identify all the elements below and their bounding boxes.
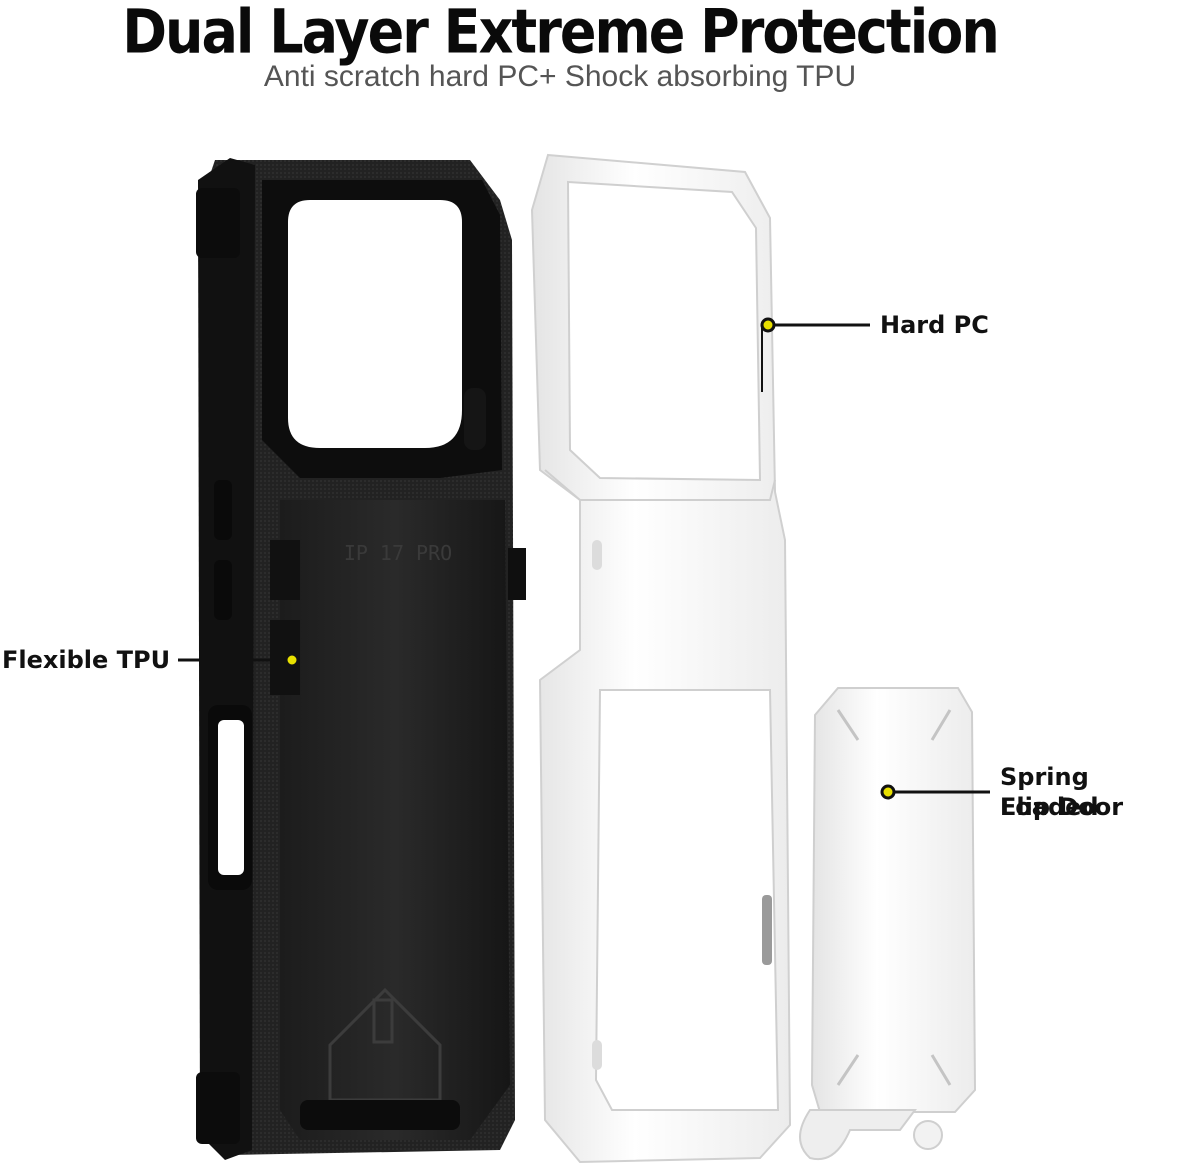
callout-dot	[284, 652, 300, 668]
page-title: Dual Layer Extreme Protection	[122, 0, 1000, 68]
callout-flexible-tpu	[178, 652, 300, 668]
back-plate	[280, 500, 510, 1140]
bumper-bottom-left	[196, 1072, 240, 1144]
side-button	[214, 480, 232, 540]
label-hard-pc: Hard PC	[880, 311, 989, 339]
hinge	[300, 1100, 460, 1130]
label-flip-door-line2: Flip Door	[1000, 793, 1124, 821]
flip-door	[799, 687, 977, 1161]
bumper-top-left	[196, 188, 240, 258]
tpu-case: IP 17 PRO	[196, 158, 526, 1160]
label-flip-door-line1: Spring Loaded	[1000, 763, 1099, 821]
side-button	[214, 560, 232, 620]
callout-flip-door	[880, 784, 990, 800]
pc-frame	[530, 153, 792, 1164]
callout-hard-pc	[760, 317, 870, 392]
label-flexible-tpu: Flexible TPU	[2, 646, 171, 674]
page-subtitle: Anti scratch hard PC+ Shock absorbing TP…	[263, 60, 857, 93]
callout-dot	[880, 784, 896, 800]
callout-dot	[760, 317, 776, 333]
model-engraving: IP 17 PRO	[344, 541, 452, 565]
